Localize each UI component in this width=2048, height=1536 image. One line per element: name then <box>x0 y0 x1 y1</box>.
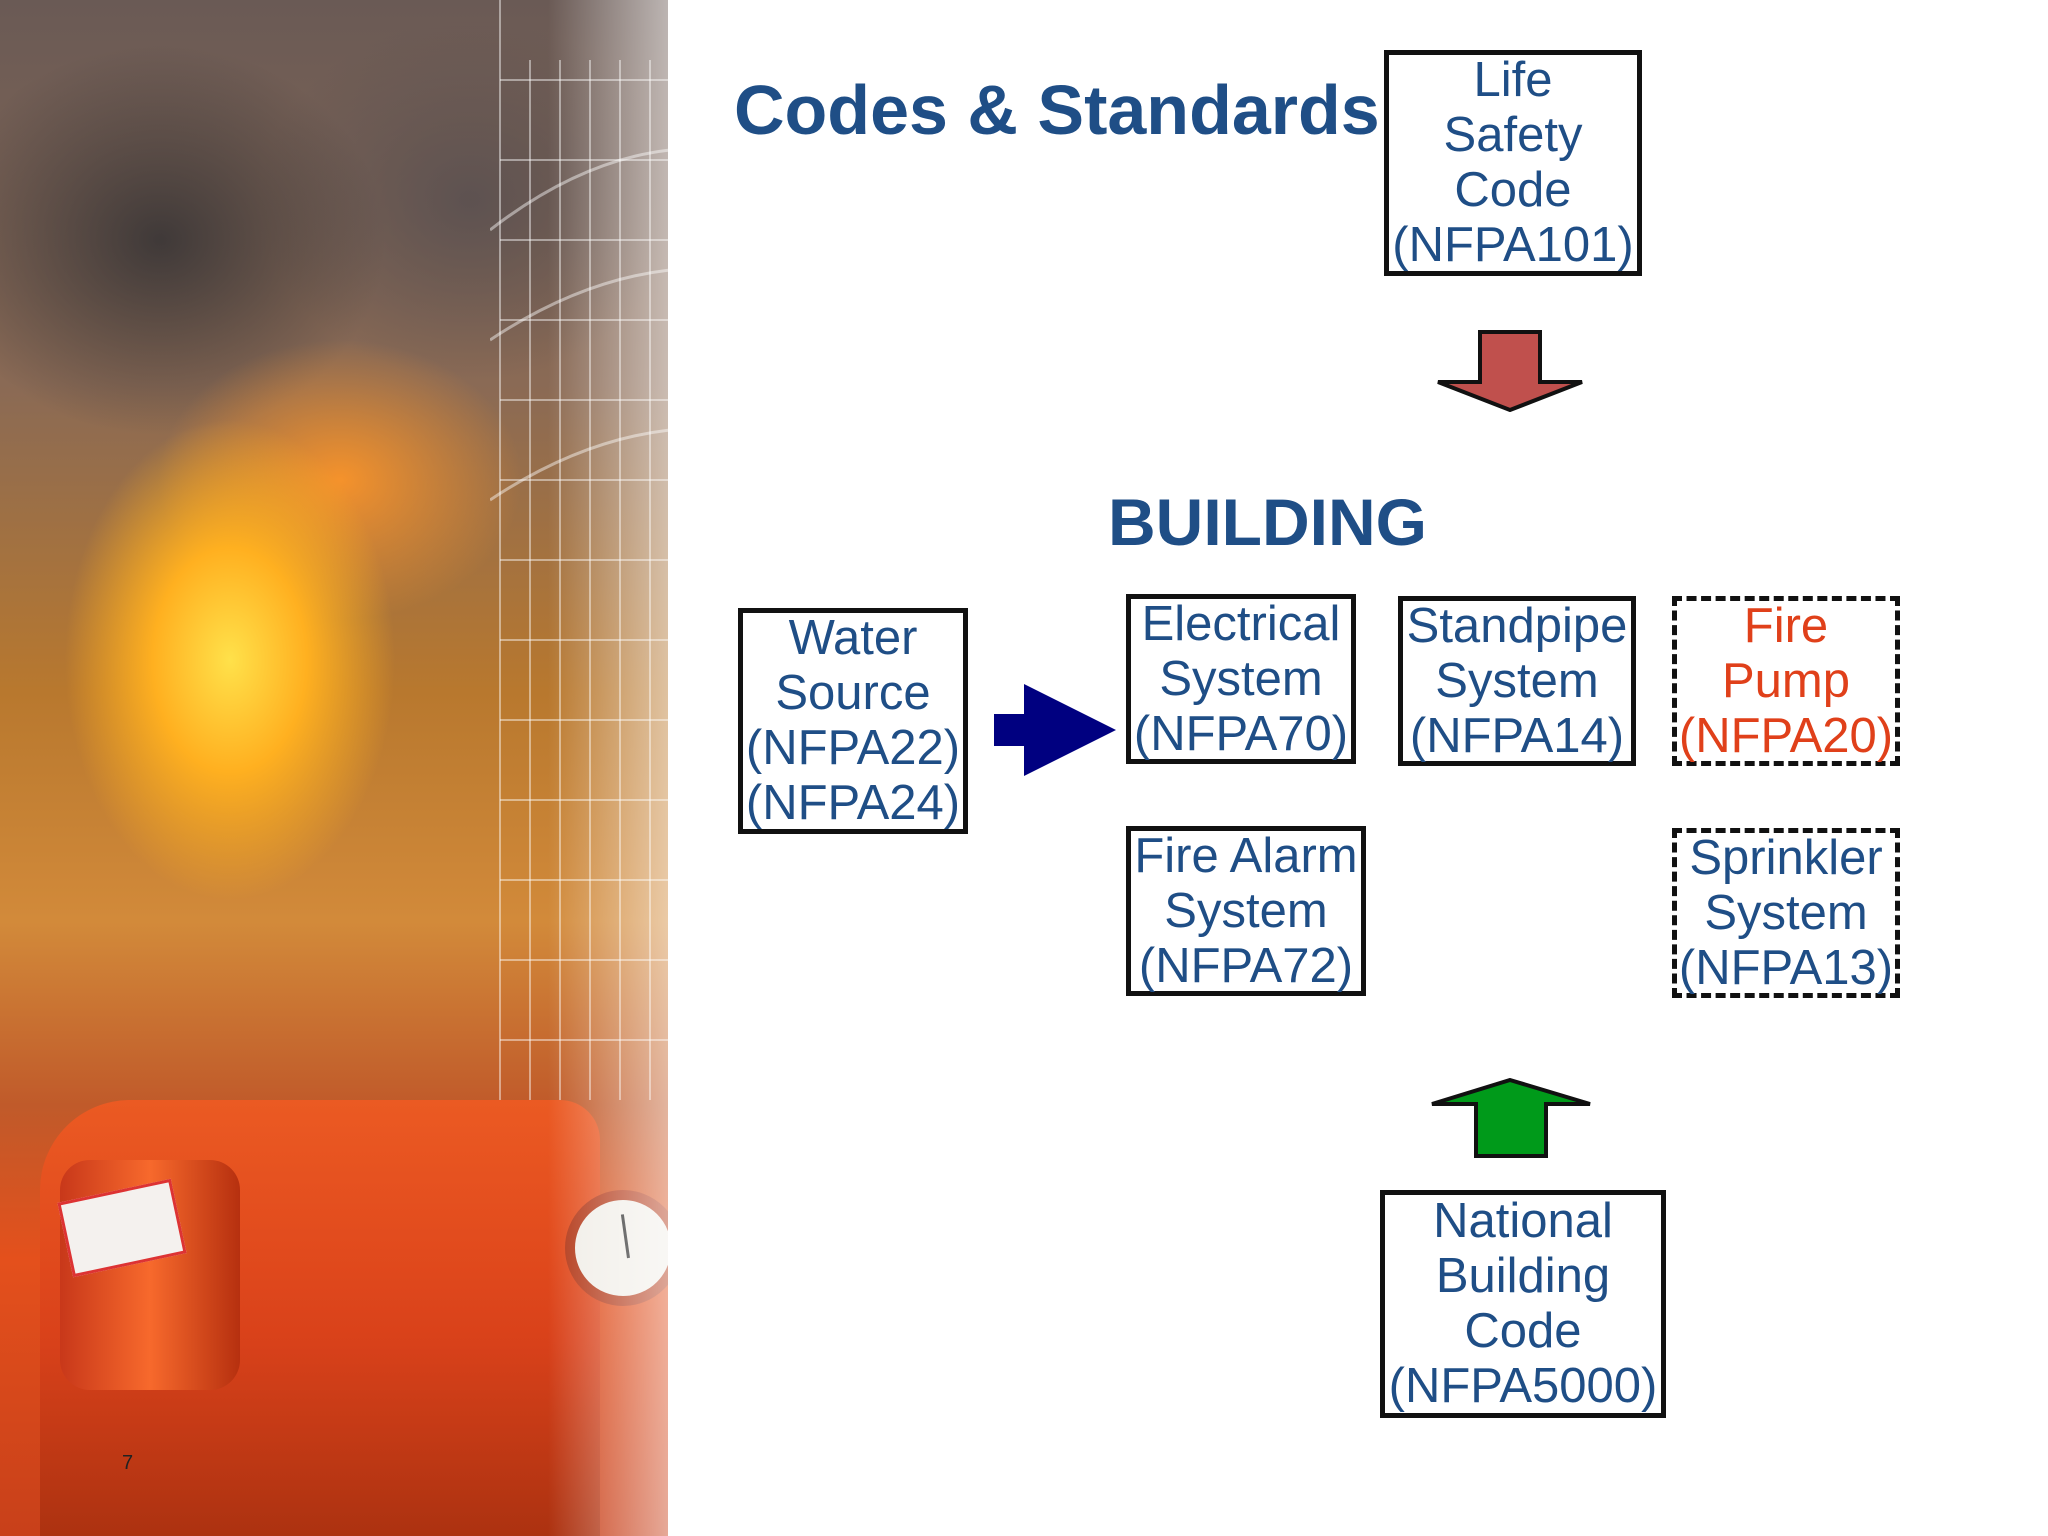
national-building-code-label: National Building Code (NFPA5000) <box>1388 1194 1658 1413</box>
life-safety-code-box: Life Safety Code (NFPA101) <box>1384 50 1642 276</box>
standpipe-system-box: Standpipe System (NFPA14) <box>1398 596 1636 766</box>
sprinkler-system-box: Sprinkler System (NFPA13) <box>1672 828 1900 998</box>
standpipe-system-label: Standpipe System (NFPA14) <box>1406 598 1628 763</box>
national-building-code-box: National Building Code (NFPA5000) <box>1380 1190 1666 1418</box>
photo-fade <box>548 0 668 1536</box>
electrical-system-box: Electrical System (NFPA70) <box>1126 594 1356 764</box>
electrical-system-label: Electrical System (NFPA70) <box>1133 596 1349 761</box>
fire-alarm-system-box: Fire Alarm System (NFPA72) <box>1126 826 1366 996</box>
slide-title: Codes & Standards <box>734 71 1380 149</box>
life-safety-code-label: Life Safety Code (NFPA101) <box>1392 53 1634 272</box>
down-arrow-icon <box>1437 330 1583 412</box>
up-arrow-icon <box>1431 1078 1591 1158</box>
fire-pump-photo: 7 <box>0 0 668 1536</box>
building-label: BUILDING <box>1108 485 1427 559</box>
water-source-box: Water Source (NFPA22) (NFPA24) <box>738 608 968 834</box>
water-source-label: Water Source (NFPA22) (NFPA24) <box>745 611 961 830</box>
sprinkler-system-label: Sprinkler System (NFPA13) <box>1678 830 1894 995</box>
page-number: 7 <box>122 1452 134 1474</box>
fire-pump-label: Fire Pump (NFPA20) <box>1678 598 1894 763</box>
fire-pump-box: Fire Pump (NFPA20) <box>1672 596 1900 766</box>
right-arrow-icon <box>994 684 1116 776</box>
fire-alarm-system-label: Fire Alarm System (NFPA72) <box>1134 828 1358 993</box>
